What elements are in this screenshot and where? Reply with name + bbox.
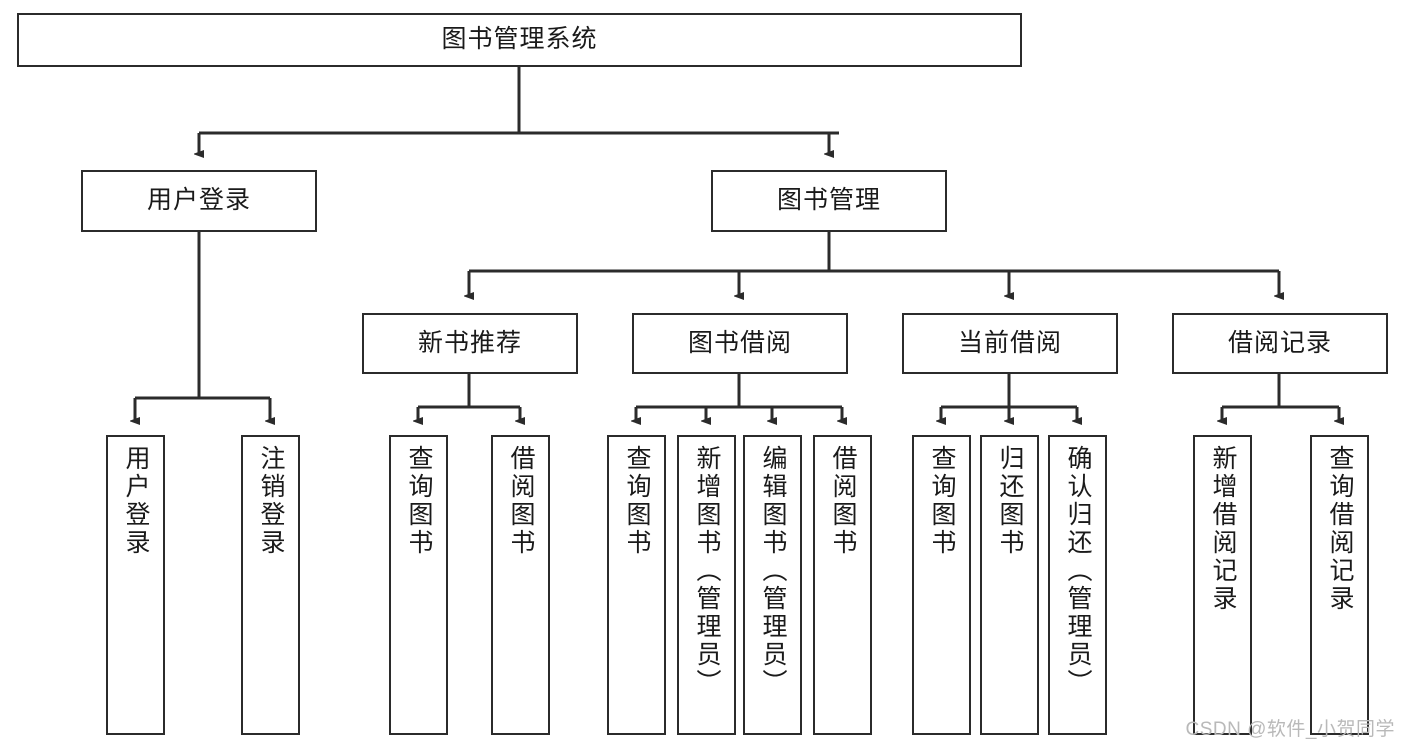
node-leaf-label: 归还图书 xyxy=(996,445,1024,557)
node-leaf-book-borrow-2[interactable]: 编辑图书（管理员） xyxy=(743,435,802,735)
node-leaf-label: 查询图书 xyxy=(928,445,956,557)
node-leaf-book-borrow-0[interactable]: 查询图书 xyxy=(607,435,666,735)
node-leaf-user-login-1[interactable]: 注销登录 xyxy=(241,435,300,735)
node-book-borrow[interactable]: 图书借阅 xyxy=(632,313,848,374)
node-leaf-label: 用户登录 xyxy=(122,445,150,557)
node-new-book-recommend[interactable]: 新书推荐 xyxy=(362,313,578,374)
node-borrow-record-label: 借阅记录 xyxy=(1227,328,1332,357)
node-leaf-current-borrow-1[interactable]: 归还图书 xyxy=(980,435,1039,735)
node-user-login[interactable]: 用户登录 xyxy=(81,170,317,232)
node-new-book-recommend-label: 新书推荐 xyxy=(417,328,522,357)
node-leaf-label: 查询图书 xyxy=(623,445,651,557)
node-root[interactable]: 图书管理系统 xyxy=(17,13,1022,67)
node-current-borrow-label: 当前借阅 xyxy=(957,328,1062,357)
node-book-borrow-label: 图书借阅 xyxy=(687,328,792,357)
node-leaf-label: 新增借阅记录 xyxy=(1209,445,1237,613)
node-user-login-label: 用户登录 xyxy=(146,186,251,215)
node-leaf-user-login-0[interactable]: 用户登录 xyxy=(106,435,165,735)
node-leaf-label: 查询图书 xyxy=(405,445,433,557)
node-book-manage-label: 图书管理 xyxy=(776,186,881,215)
node-leaf-label: 确认归还（管理员） xyxy=(1064,445,1092,697)
node-leaf-label: 注销登录 xyxy=(257,445,285,557)
node-root-label: 图书管理系统 xyxy=(441,25,598,54)
node-leaf-label: 新增图书（管理员） xyxy=(693,445,721,697)
node-leaf-label: 借阅图书 xyxy=(829,445,857,557)
node-book-manage[interactable]: 图书管理 xyxy=(711,170,947,232)
node-borrow-record[interactable]: 借阅记录 xyxy=(1172,313,1388,374)
node-leaf-current-borrow-0[interactable]: 查询图书 xyxy=(912,435,971,735)
node-leaf-new-book-recommend-1[interactable]: 借阅图书 xyxy=(491,435,550,735)
node-leaf-label: 编辑图书（管理员） xyxy=(759,445,787,697)
node-leaf-book-borrow-1[interactable]: 新增图书（管理员） xyxy=(677,435,736,735)
node-leaf-current-borrow-2[interactable]: 确认归还（管理员） xyxy=(1048,435,1107,735)
node-current-borrow[interactable]: 当前借阅 xyxy=(902,313,1118,374)
node-leaf-label: 查询借阅记录 xyxy=(1326,445,1354,613)
node-leaf-borrow-record-1[interactable]: 查询借阅记录 xyxy=(1310,435,1369,735)
node-leaf-book-borrow-3[interactable]: 借阅图书 xyxy=(813,435,872,735)
node-leaf-label: 借阅图书 xyxy=(507,445,535,557)
node-leaf-borrow-record-0[interactable]: 新增借阅记录 xyxy=(1193,435,1252,735)
node-leaf-new-book-recommend-0[interactable]: 查询图书 xyxy=(389,435,448,735)
